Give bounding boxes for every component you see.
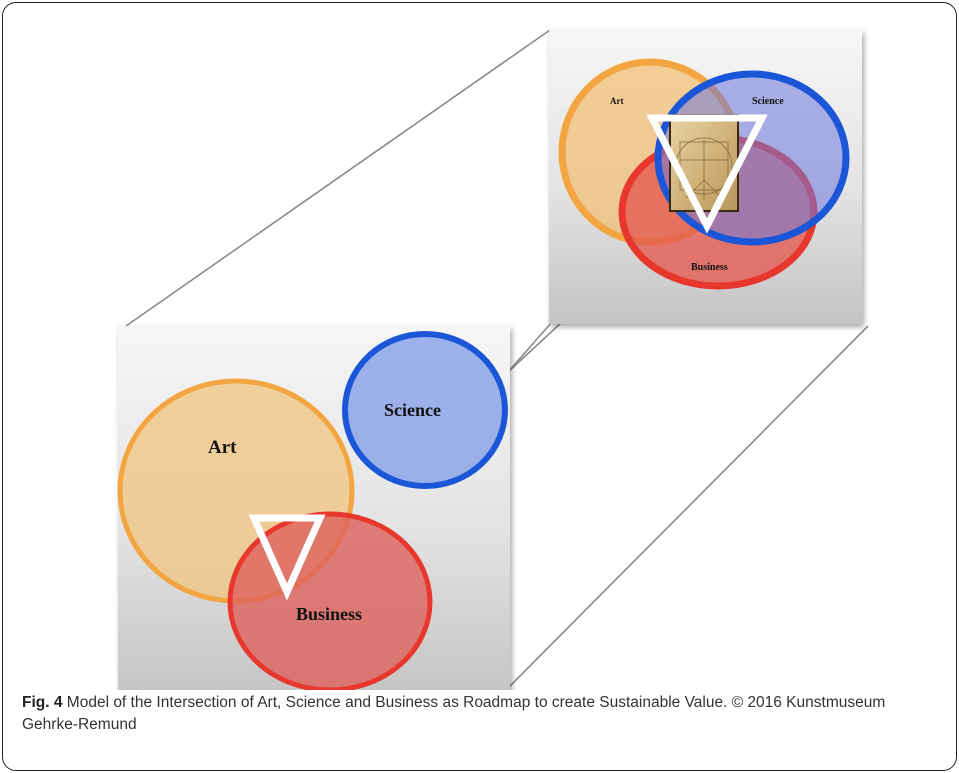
small-business-label: Business — [691, 262, 728, 273]
large-science-circle — [342, 331, 508, 489]
small-triangle-marker-icon — [646, 114, 768, 234]
large-business-circle — [227, 511, 433, 690]
large-triangle-marker-icon — [248, 514, 326, 601]
small-art-label: Art — [610, 96, 624, 106]
figure-caption: Fig. 4 Model of the Intersection of Art,… — [22, 692, 937, 736]
figure-caption-label: Fig. 4 — [22, 694, 63, 711]
projection-line-top-left — [125, 29, 551, 327]
small-science-label: Science — [752, 96, 784, 107]
large-panel: Art Science Business — [117, 326, 510, 690]
figure-caption-text: Model of the Intersection of Art, Scienc… — [22, 694, 886, 733]
small-panel: Art Science Business — [549, 30, 862, 324]
projection-line-mid — [507, 321, 553, 373]
large-science-label: Science — [384, 400, 441, 420]
intersection-model-diagram: Art Science Business Art Science Busines… — [117, 29, 869, 690]
large-art-label: Art — [208, 437, 237, 458]
large-business-label: Business — [296, 604, 362, 624]
projection-line-bottom — [507, 325, 869, 689]
